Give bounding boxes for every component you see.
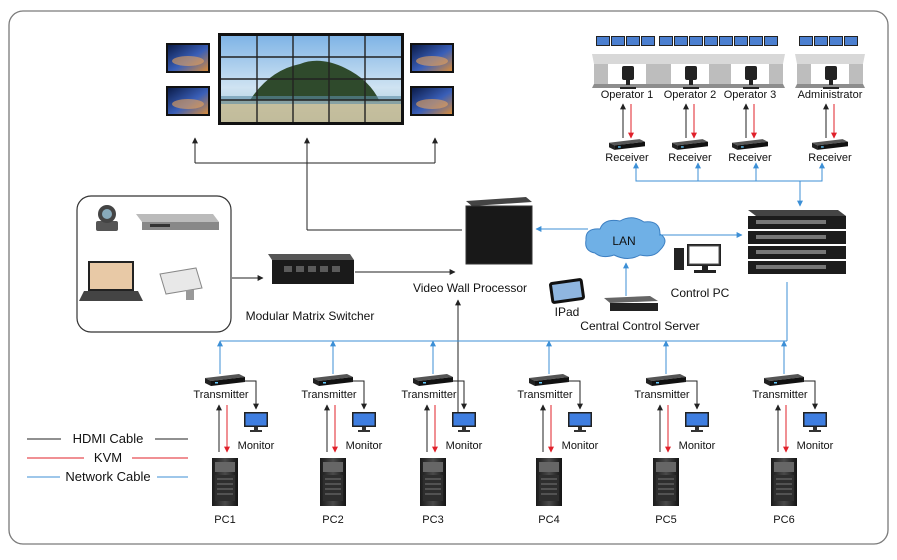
dvd-player-icon [136,214,219,230]
monitor-label: Monitor [446,440,483,452]
network-switch-rack [748,210,846,274]
receiver-icon [812,139,848,150]
transmitter-icon [313,374,353,386]
transmitter-label: Transmitter [301,389,357,401]
operator-label: Operator 1 [601,89,654,101]
pc-label: PC6 [773,514,794,526]
transmitter-label: Transmitter [634,389,690,401]
legend-kvm-label: KVM [94,450,122,465]
pc-tower-icon [653,458,679,506]
transmitter-monitor-hdmi-line [451,380,467,410]
bullet-camera-icon [159,267,203,300]
pc-label: PC1 [214,514,235,526]
monitor-label: Monitor [562,440,599,452]
transmitter-label: Transmitter [193,389,249,401]
transmitter-label: Transmitter [401,389,457,401]
legend-hdmi-label: HDMI Cable [73,431,144,446]
modular-matrix-switcher [268,254,354,284]
transmitter-label: Transmitter [752,389,808,401]
lan-cloud-icon [585,217,666,259]
operator-desk-icon [715,36,785,89]
monitor-icon [244,412,268,432]
central-control-server-label: Central Control Server [580,319,699,333]
monitor-label: Monitor [346,440,383,452]
network-lines [217,162,825,374]
monitor-icon [452,412,476,432]
pc-tower-icon [212,458,238,506]
ptz-camera-icon [96,205,118,231]
receiver-label: Receiver [728,152,772,164]
transmitter-icon [205,374,245,386]
operator-desk-icon [655,36,725,89]
ipad-icon [549,278,585,304]
receiver-label: Receiver [808,152,852,164]
transmitter-monitor-hdmi-line [351,380,367,410]
operator-desk-icon [795,36,865,89]
transmitter-monitor-hdmi-line [567,380,583,410]
video-wall-processor-label: Video Wall Processor [413,281,527,295]
wall-display-top-left [166,43,210,73]
legend: HDMI Cable KVM Network Cable [27,431,188,484]
monitor-icon [685,412,709,432]
monitor-label: Monitor [238,440,275,452]
laptop-icon [79,261,143,301]
receiver-label: Receiver [605,152,649,164]
receiver-icon [672,139,708,150]
legend-network-label: Network Cable [65,469,150,484]
pc-tower-icon [420,458,446,506]
wall-display-bottom-left [166,86,210,116]
operator-label: Operator 2 [664,89,717,101]
pc-label: PC4 [538,514,559,526]
ipad-label: IPad [555,305,580,319]
pc-label: PC2 [322,514,343,526]
receiver-icon [609,139,645,150]
pc-label: PC3 [422,514,443,526]
operator-desk-icon [592,36,662,89]
operator-label: Operator 3 [724,89,777,101]
video-wall [218,33,404,125]
pc-tower-icon [320,458,346,506]
monitor-label: Monitor [679,440,716,452]
wall-display-top-right [410,43,454,73]
transmitter-label: Transmitter [517,389,573,401]
pc-label: PC5 [655,514,676,526]
hdmi-output-lines [192,137,462,231]
lan-label: LAN [612,234,635,248]
source-devices-panel [76,195,232,333]
monitor-icon [568,412,592,432]
operator-label: Administrator [798,89,863,101]
transmitter-icon [413,374,453,386]
transmitter-icon [646,374,686,386]
receiver-label: Receiver [668,152,712,164]
monitor-icon [803,412,827,432]
transmitter-monitor-hdmi-line [684,380,700,410]
modular-matrix-switcher-label: Modular Matrix Switcher [246,309,375,323]
transmitter-icon [764,374,804,386]
transmitter-icon [529,374,569,386]
pc-tower-icon [536,458,562,506]
control-pc-icon [674,244,721,273]
central-control-server [604,296,658,311]
operator-stations: Operator 1 Receiver Operator 2 Receiver Oper… [592,36,865,164]
control-pc-label: Control PC [671,286,730,300]
monitor-icon [352,412,376,432]
wall-display-bottom-right [410,86,454,116]
transmitter-monitor-hdmi-line [243,380,259,410]
video-wall-processor [465,197,533,265]
outer-frame [8,10,889,545]
pc-tower-icon [771,458,797,506]
receiver-icon [732,139,768,150]
monitor-label: Monitor [797,440,834,452]
transmitter-monitor-hdmi-line [802,380,818,410]
